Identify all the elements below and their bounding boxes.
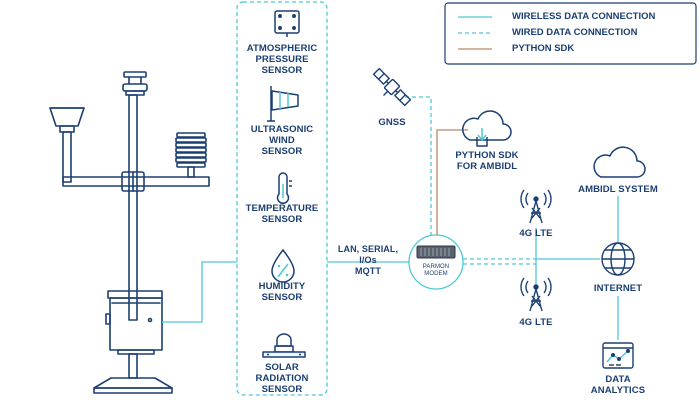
parmon-modem-icon xyxy=(408,234,464,290)
gnss-label: GNSS xyxy=(378,117,406,128)
legend-box xyxy=(444,2,697,65)
connection-protocols-label: LAN, SERIAL, I/Os xyxy=(337,244,399,265)
sdk-link xyxy=(436,129,468,235)
cloud-download-icon xyxy=(462,110,512,147)
humidity-sensor-icon xyxy=(271,248,295,283)
globe-icon xyxy=(601,242,635,276)
lte-tower-top-icon xyxy=(520,189,552,224)
lte-tower-bottom-icon xyxy=(520,277,552,312)
satellite-icon xyxy=(372,67,412,107)
lte-bus xyxy=(535,228,600,292)
lte-bottom-label: 4G LTE xyxy=(519,317,553,328)
weather-station-icon xyxy=(49,71,210,394)
legend-label-wireless: WIRELESS DATA CONNECTION xyxy=(512,11,656,22)
internet-label: INTERNET xyxy=(593,283,643,294)
analytics-icon xyxy=(602,342,634,369)
pressure-sensor-icon xyxy=(274,10,300,37)
gnss-link xyxy=(405,96,432,235)
legend-label-wired: WIRED DATA CONNECTION xyxy=(512,27,638,38)
station-cable xyxy=(162,261,237,323)
temperature-sensor-icon xyxy=(276,172,292,205)
ambidl-system-label: AMBIDL SYSTEM xyxy=(578,184,658,195)
ambidl-cloud-icon xyxy=(593,146,646,178)
sensor-panel xyxy=(236,1,328,396)
connection-mqtt-label: MQTT xyxy=(355,266,381,276)
lte-top-label: 4G LTE xyxy=(519,228,553,239)
legend-label-sdk: PYTHON SDK xyxy=(512,43,575,54)
wind-sensor-icon xyxy=(267,86,299,122)
solar-sensor-icon xyxy=(262,333,306,358)
